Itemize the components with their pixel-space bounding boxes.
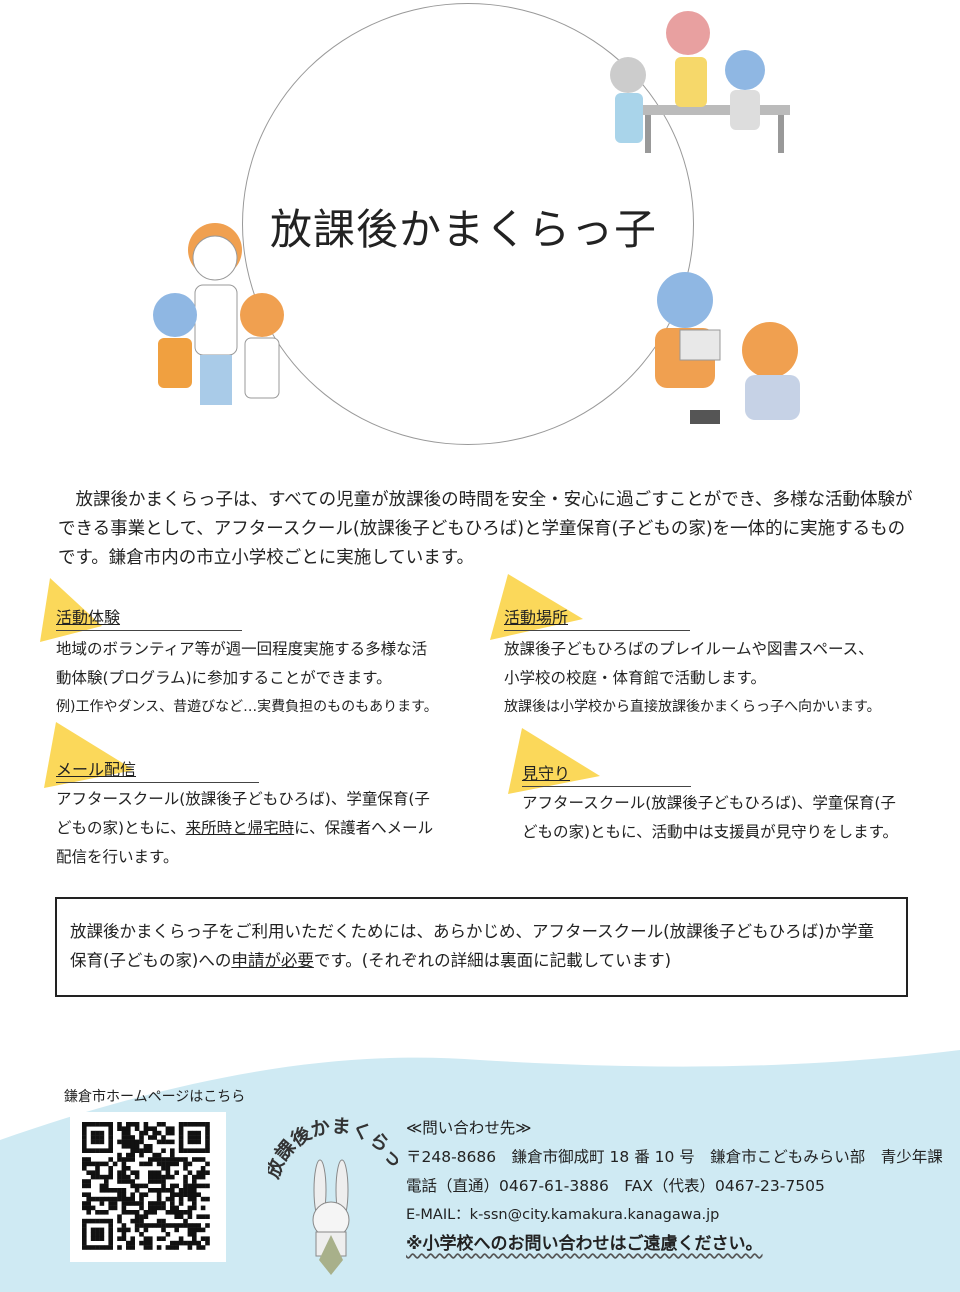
children-at-table-illustration <box>610 11 790 153</box>
background-wave <box>0 1050 960 1292</box>
children-reading-illustration <box>655 272 800 424</box>
section-text: アフタースクール(放課後子どもひろば)、学童保育(子 <box>522 794 896 812</box>
contact-info: ≪問い合わせ先≫ 〒248-8686 鎌倉市御成町 18 番 10 号 鎌倉市こ… <box>406 1114 943 1259</box>
section-note: 放課後は小学校から直接放課後かまくらっ子へ向かいます。 <box>504 699 881 715</box>
underlined-text: 来所時と帰宅時 <box>185 819 295 837</box>
section-heading: 活動場所 <box>504 604 690 631</box>
kamakurakko-logo: 放課後かまくらっ子 <box>268 1110 398 1275</box>
section-heading: 活動体験 <box>56 604 242 631</box>
section-activity-place: 活動場所 放課後子どもひろばのプレイルームや図書スペース、 小学校の校庭・体育館… <box>488 574 881 715</box>
section-text: どもの家)ともに、活動中は支援員が見守りをします。 <box>522 823 899 841</box>
underlined-text: 申請が必要 <box>231 951 314 970</box>
section-heading: メール配信 <box>56 756 259 783</box>
section-activity-experience: 活動体験 地域のボランティア等が週一回程度実施する多様な活 動体験(プログラム)… <box>40 578 438 715</box>
section-text: 放課後子どもひろばのプレイルームや図書スペース、 <box>504 640 874 658</box>
yellow-triangle-decoration <box>490 574 583 640</box>
svg-text:放課後かまくらっ子: 放課後かまくらっ子 <box>268 1110 398 1183</box>
notice-box: 放課後かまくらっ子をご利用いただくためには、あらかじめ、アフタースクール(放課後… <box>55 897 908 997</box>
contact-warning: ※小学校へのお問い合わせはご遠慮ください。 <box>406 1234 763 1254</box>
intro-paragraph: 放課後かまくらっ子は、すべての児童が放課後の時間を安全・安心に過ごすことができ、… <box>58 490 913 568</box>
contact-heading: ≪問い合わせ先≫ <box>406 1119 532 1137</box>
page-title: 放課後かまくらっ子 <box>270 205 658 254</box>
section-email: メール配信 アフタースクール(放課後子どもひろば)、学童保育(子 どもの家)とも… <box>44 722 433 866</box>
yellow-triangle-decoration <box>508 728 600 794</box>
decorative-circle <box>242 3 694 445</box>
section-text: 配信を行います。 <box>56 848 179 866</box>
contact-phone: 電話（直通）0467-61-3886 FAX（代表）0467-23-7505 <box>406 1177 825 1195</box>
section-text: アフタースクール(放課後子どもひろば)、学童保育(子 <box>56 790 430 808</box>
section-heading: 見守り <box>522 760 691 787</box>
section-watching: 見守り アフタースクール(放課後子どもひろば)、学童保育(子 どもの家)ともに、… <box>508 728 898 841</box>
contact-address: 〒248-8686 鎌倉市御成町 18 番 10 号 鎌倉市こどもみらい部 青少… <box>406 1148 943 1166</box>
logo-text: 放課後かまくらっ子 <box>268 1110 398 1183</box>
section-text: 小学校の校庭・体育館で活動します。 <box>504 669 766 687</box>
section-text: 動体験(プログラム)に参加することができます。 <box>56 669 392 687</box>
section-text: 地域のボランティア等が週一回程度実施する多様な活 <box>56 640 428 658</box>
section-note: 例)工作やダンス、昔遊びなど…実費負担のものもあります。 <box>56 699 438 715</box>
qr-label: 鎌倉市ホームページはこちら <box>64 1089 246 1105</box>
qr-code[interactable] <box>70 1112 226 1262</box>
contact-email[interactable]: E-MAIL：k-ssn@city.kamakura.kanagawa.jp <box>406 1207 720 1223</box>
yellow-triangle-decoration <box>44 722 134 788</box>
yellow-triangle-decoration <box>40 578 102 642</box>
children-group-illustration <box>153 223 284 405</box>
section-text: どもの家)ともに、来所時と帰宅時に、保護者へメール <box>56 819 434 837</box>
